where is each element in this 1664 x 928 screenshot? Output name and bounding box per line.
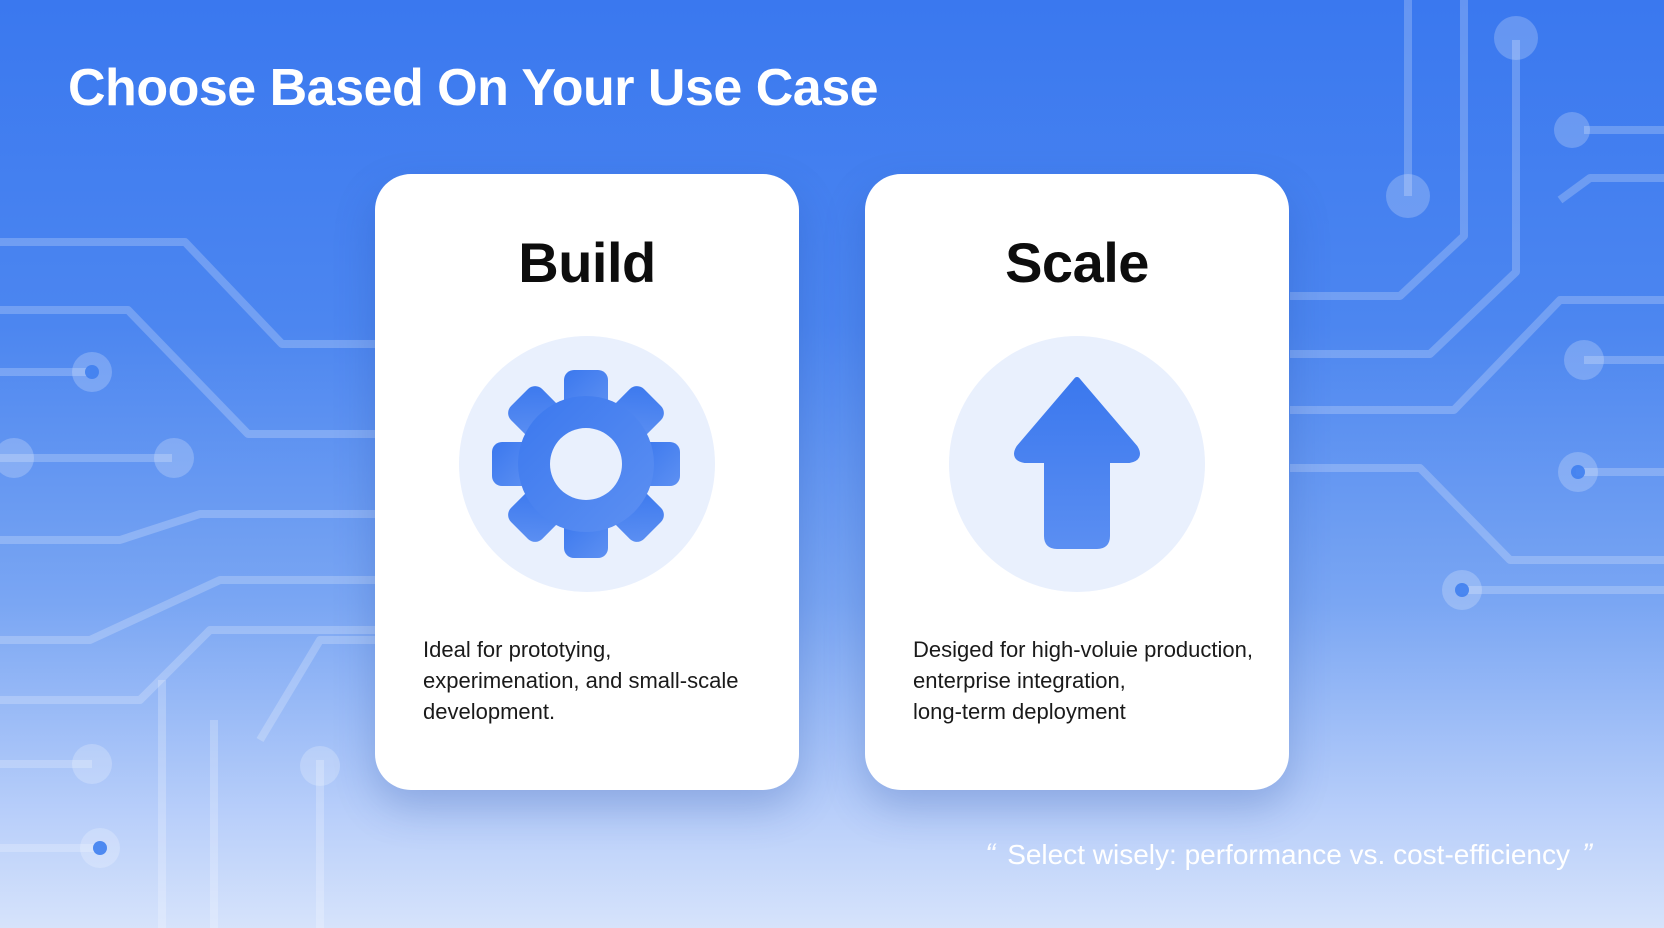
gear-icon [492,370,680,558]
build-desc-line: experimenation, and small-scale [423,668,739,693]
scale-card-description: Desiged for high-voluie production, ente… [913,634,1273,727]
build-icon-circle [459,336,715,592]
build-card-title: Build [518,231,656,294]
build-card[interactable]: Build [375,174,799,790]
open-quote-mark: “ [985,838,996,871]
scale-card-title: Scale [1005,231,1149,294]
close-quote-mark: ” [1582,838,1592,871]
page-title: Choose Based On Your Use Case [68,59,879,117]
build-desc-line: development. [423,699,556,724]
footer-quote: “ Select wisely: performance vs. cost-eff… [973,838,1604,872]
scale-desc-line: enterprise integration, [913,668,1126,693]
build-card-description: Ideal for prototying, experimenation, an… [423,634,783,727]
scale-desc-line: long-term deployment [913,699,1126,724]
scale-icon-circle [949,336,1205,592]
scale-card[interactable]: Scale Desiged for high-voluie production… [865,174,1289,790]
quote-text: Select wisely: performance vs. cost-effi… [1007,839,1570,870]
arrow-up-icon [1014,377,1140,549]
scale-desc-line: Desiged for high-voluie production, [913,637,1253,662]
build-desc-line: Ideal for prototying, [423,637,612,662]
